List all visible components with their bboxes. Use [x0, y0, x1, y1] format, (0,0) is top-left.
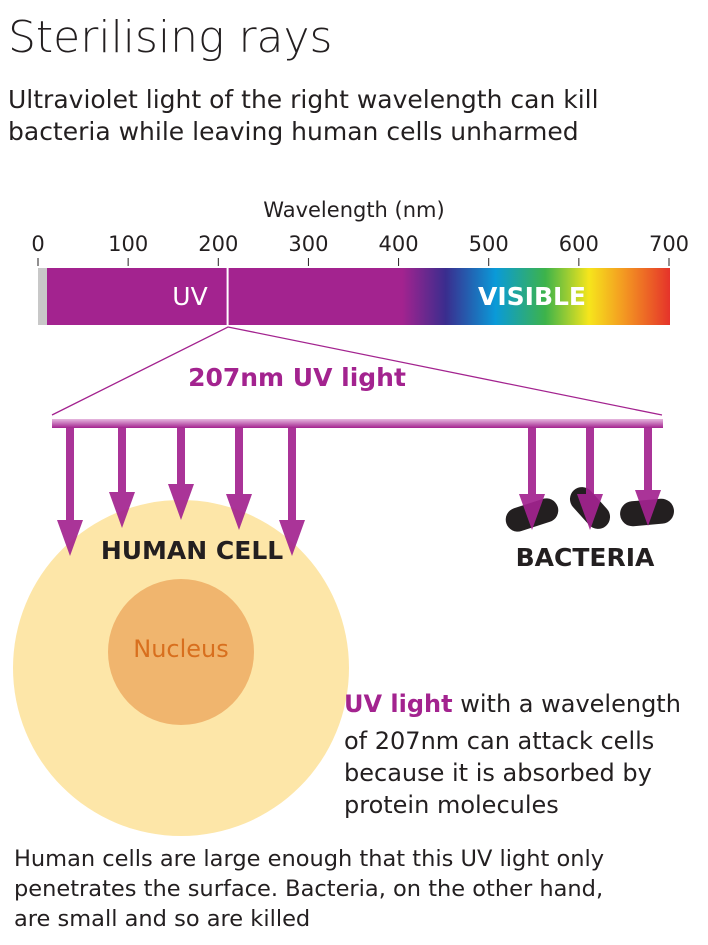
- spectrum-edge: [38, 268, 48, 325]
- uv-arrow: [519, 428, 545, 530]
- tick-label: 600: [559, 232, 599, 256]
- tick-label: 500: [469, 232, 509, 256]
- axis-label: Wavelength (nm): [263, 198, 444, 222]
- uv-arrow: [226, 428, 252, 530]
- human-cell-label: HUMAN CELL: [101, 536, 283, 565]
- axis-ticks: 0 100 200 300 400 500 600 700: [31, 232, 689, 266]
- nucleus-label: Nucleus: [133, 635, 229, 663]
- footer-line-3: are small and so are killed: [14, 906, 310, 932]
- tick-label: 0: [31, 232, 44, 256]
- explanation-line-2: of 207nm can attack cells: [344, 727, 654, 755]
- tick-label: 200: [198, 232, 238, 256]
- uv-arrows: [57, 428, 661, 556]
- spectrum-bar: [47, 268, 670, 325]
- zoom-lines: [51, 326, 663, 416]
- explanation-line-3: because it is absorbed by: [344, 759, 652, 787]
- bacteria-label: BACTERIA: [516, 543, 655, 572]
- uv-arrow: [577, 428, 603, 530]
- footer-line-2: penetrates the surface. Bacteria, on the…: [14, 876, 603, 902]
- uv-arrow: [109, 428, 135, 528]
- explanation-line-4: protein molecules: [344, 791, 559, 819]
- uv-arrow: [168, 428, 194, 520]
- visible-label: VISIBLE: [478, 282, 586, 311]
- subtitle-line-1: Ultraviolet light of the right wavelengt…: [8, 85, 599, 114]
- uv-label: UV: [172, 282, 207, 311]
- uv-arrow: [57, 428, 83, 556]
- beam-label: 207nm UV light: [188, 363, 406, 392]
- tick-label: 400: [379, 232, 419, 256]
- tick-label: 100: [108, 232, 148, 256]
- uv-arrow: [635, 428, 661, 526]
- uv-source-bar: [52, 419, 663, 428]
- explanation-line-1: UV light with a wavelength: [344, 690, 681, 718]
- subtitle-line-2: bacteria while leaving human cells unhar…: [8, 117, 579, 146]
- footer-line-1: Human cells are large enough that this U…: [14, 846, 604, 872]
- tick-label: 700: [649, 232, 689, 256]
- tick-label: 300: [288, 232, 328, 256]
- title: Sterilising rays: [8, 12, 332, 63]
- nucleus: [108, 579, 254, 725]
- uv-arrow: [279, 428, 305, 556]
